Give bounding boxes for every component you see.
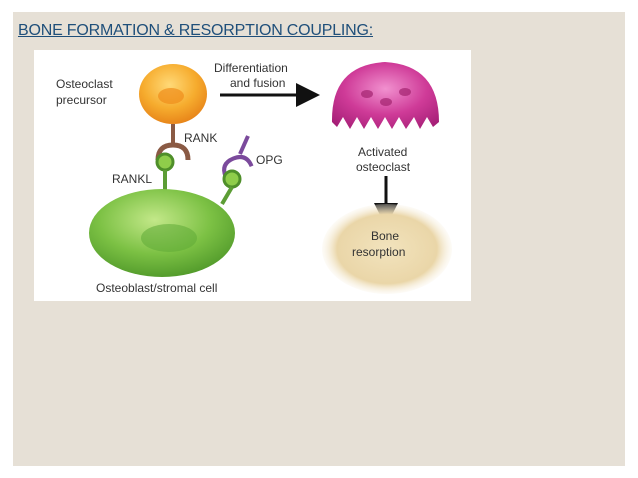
activated-osteoclast-label: Activated osteoclast bbox=[356, 145, 411, 174]
rank-label: RANK bbox=[184, 131, 217, 145]
bone-resorption-area bbox=[322, 204, 452, 294]
rankl-ligand bbox=[155, 152, 175, 172]
rank-rankl-opg-diagram: Osteoclast precursor RANK RANKL OPG Oste… bbox=[34, 50, 471, 301]
opg-decoy-receptor bbox=[222, 155, 254, 178]
opg-bound-rankl bbox=[222, 169, 242, 189]
slide: BONE FORMATION & RESORPTION COUPLING: bbox=[13, 12, 625, 466]
osteoblast-label: Osteoblast/stromal cell bbox=[96, 281, 217, 295]
activated-osteoclast-cell bbox=[331, 62, 439, 129]
diagram-svg: Osteoclast precursor RANK RANKL OPG Oste… bbox=[56, 61, 452, 295]
rankl-label: RANKL bbox=[112, 172, 152, 186]
differentiation-label: Differentiation and fusion bbox=[214, 61, 291, 90]
bone-resorption-label: Bone resorption bbox=[352, 229, 405, 259]
opg-label: OPG bbox=[256, 153, 283, 167]
rank-receptor bbox=[155, 142, 191, 161]
slide-title[interactable]: BONE FORMATION & RESORPTION COUPLING: bbox=[18, 22, 374, 39]
osteoclast-precursor-label: Osteoclast precursor bbox=[56, 77, 116, 107]
